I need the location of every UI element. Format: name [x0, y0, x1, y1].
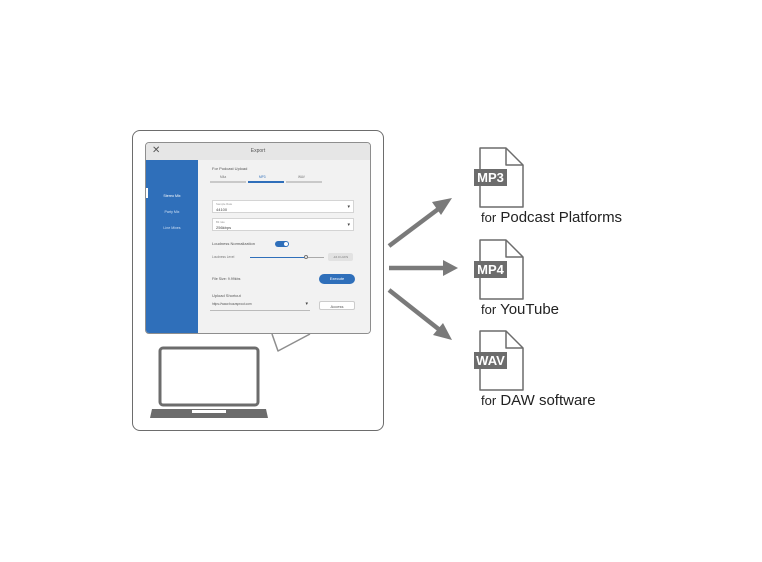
loudness-level-value: -16.0 LUFS — [328, 253, 353, 261]
slider-handle[interactable] — [303, 255, 308, 259]
wav-badge: WAV — [474, 352, 507, 369]
bitrate-label: Bit rate — [216, 220, 225, 224]
dialog-main: For Podcast Upload M4a MP3 WAV Sample Ra… — [198, 160, 370, 333]
upload-url-value: https://www.buzzsprout.com — [212, 302, 252, 306]
caption-prefix: for — [481, 302, 497, 317]
file-size-text: File Size: 9.99kbs — [212, 277, 241, 281]
chevron-down-icon: ▾ — [347, 222, 350, 228]
caption-daw: for DAW software — [481, 392, 596, 409]
tab-underline — [286, 181, 322, 183]
bitrate-value: 256kbps — [216, 225, 232, 230]
caption-target: DAW software — [500, 392, 596, 409]
tab-wav[interactable]: WAV — [298, 175, 305, 179]
tab-underline — [210, 181, 246, 183]
loudness-level-slider[interactable] — [250, 255, 324, 259]
dialog-header: ✕ Export — [146, 143, 370, 161]
sample-rate-value: 44100 — [216, 207, 228, 212]
sidebar-item-line-mixes[interactable]: Line Mixes — [163, 226, 181, 230]
access-button[interactable]: Access — [319, 301, 355, 310]
arrow-to-mp4 — [389, 260, 458, 276]
speech-tail — [271, 333, 311, 352]
sidebar-active-marker — [146, 188, 148, 198]
execute-button[interactable]: Execute — [319, 274, 355, 284]
caption-target: Podcast Platforms — [500, 209, 623, 226]
caption-podcast: for Podcast Platforms — [481, 209, 622, 226]
dialog-title: Export — [250, 148, 266, 154]
tab-underline-active — [248, 181, 284, 183]
mp3-badge: MP3 — [474, 169, 507, 186]
export-dialog: ✕ Export Stereo Mix Party Mix Line Mixes… — [145, 142, 371, 334]
tab-m4a[interactable]: M4a — [220, 175, 227, 179]
loudness-normalization-label: Loudness Normalization — [212, 241, 255, 246]
slider-fill — [250, 257, 306, 258]
arrow-to-mp3 — [387, 198, 452, 248]
loudness-normalization-toggle[interactable] — [275, 241, 289, 247]
loudness-level-label: Loudness Level — [212, 255, 235, 259]
preset-label: For Podcast Upload — [212, 166, 248, 171]
sidebar-item-party-mix[interactable]: Party Mix — [164, 210, 180, 214]
caption-target: YouTube — [500, 301, 560, 318]
tab-mp3[interactable]: MP3 — [259, 175, 266, 179]
caption-prefix: for — [481, 210, 497, 225]
chevron-down-icon: ▾ — [305, 301, 308, 307]
sidebar-item-stereo-mix[interactable]: Stereo Mix — [163, 194, 181, 198]
caption-prefix: for — [481, 393, 497, 408]
caption-youtube: for YouTube — [481, 301, 559, 318]
upload-shortcut-label: Upload Shortcut — [212, 293, 241, 298]
arrow-to-wav — [387, 288, 452, 340]
mp4-badge: MP4 — [474, 261, 507, 278]
sample-rate-select[interactable]: Sample Rate 44100 ▾ — [212, 200, 354, 213]
sample-rate-label: Sample Rate — [216, 202, 233, 206]
bitrate-select[interactable]: Bit rate 256kbps ▾ — [212, 218, 354, 231]
close-icon[interactable]: ✕ — [152, 145, 161, 156]
dialog-sidebar: Stereo Mix Party Mix Line Mixes — [146, 160, 198, 333]
toggle-knob — [284, 242, 288, 246]
chevron-down-icon: ▾ — [347, 204, 350, 210]
laptop-icon — [150, 346, 268, 418]
upload-url-select[interactable]: https://www.buzzsprout.com ▾ — [210, 300, 310, 311]
